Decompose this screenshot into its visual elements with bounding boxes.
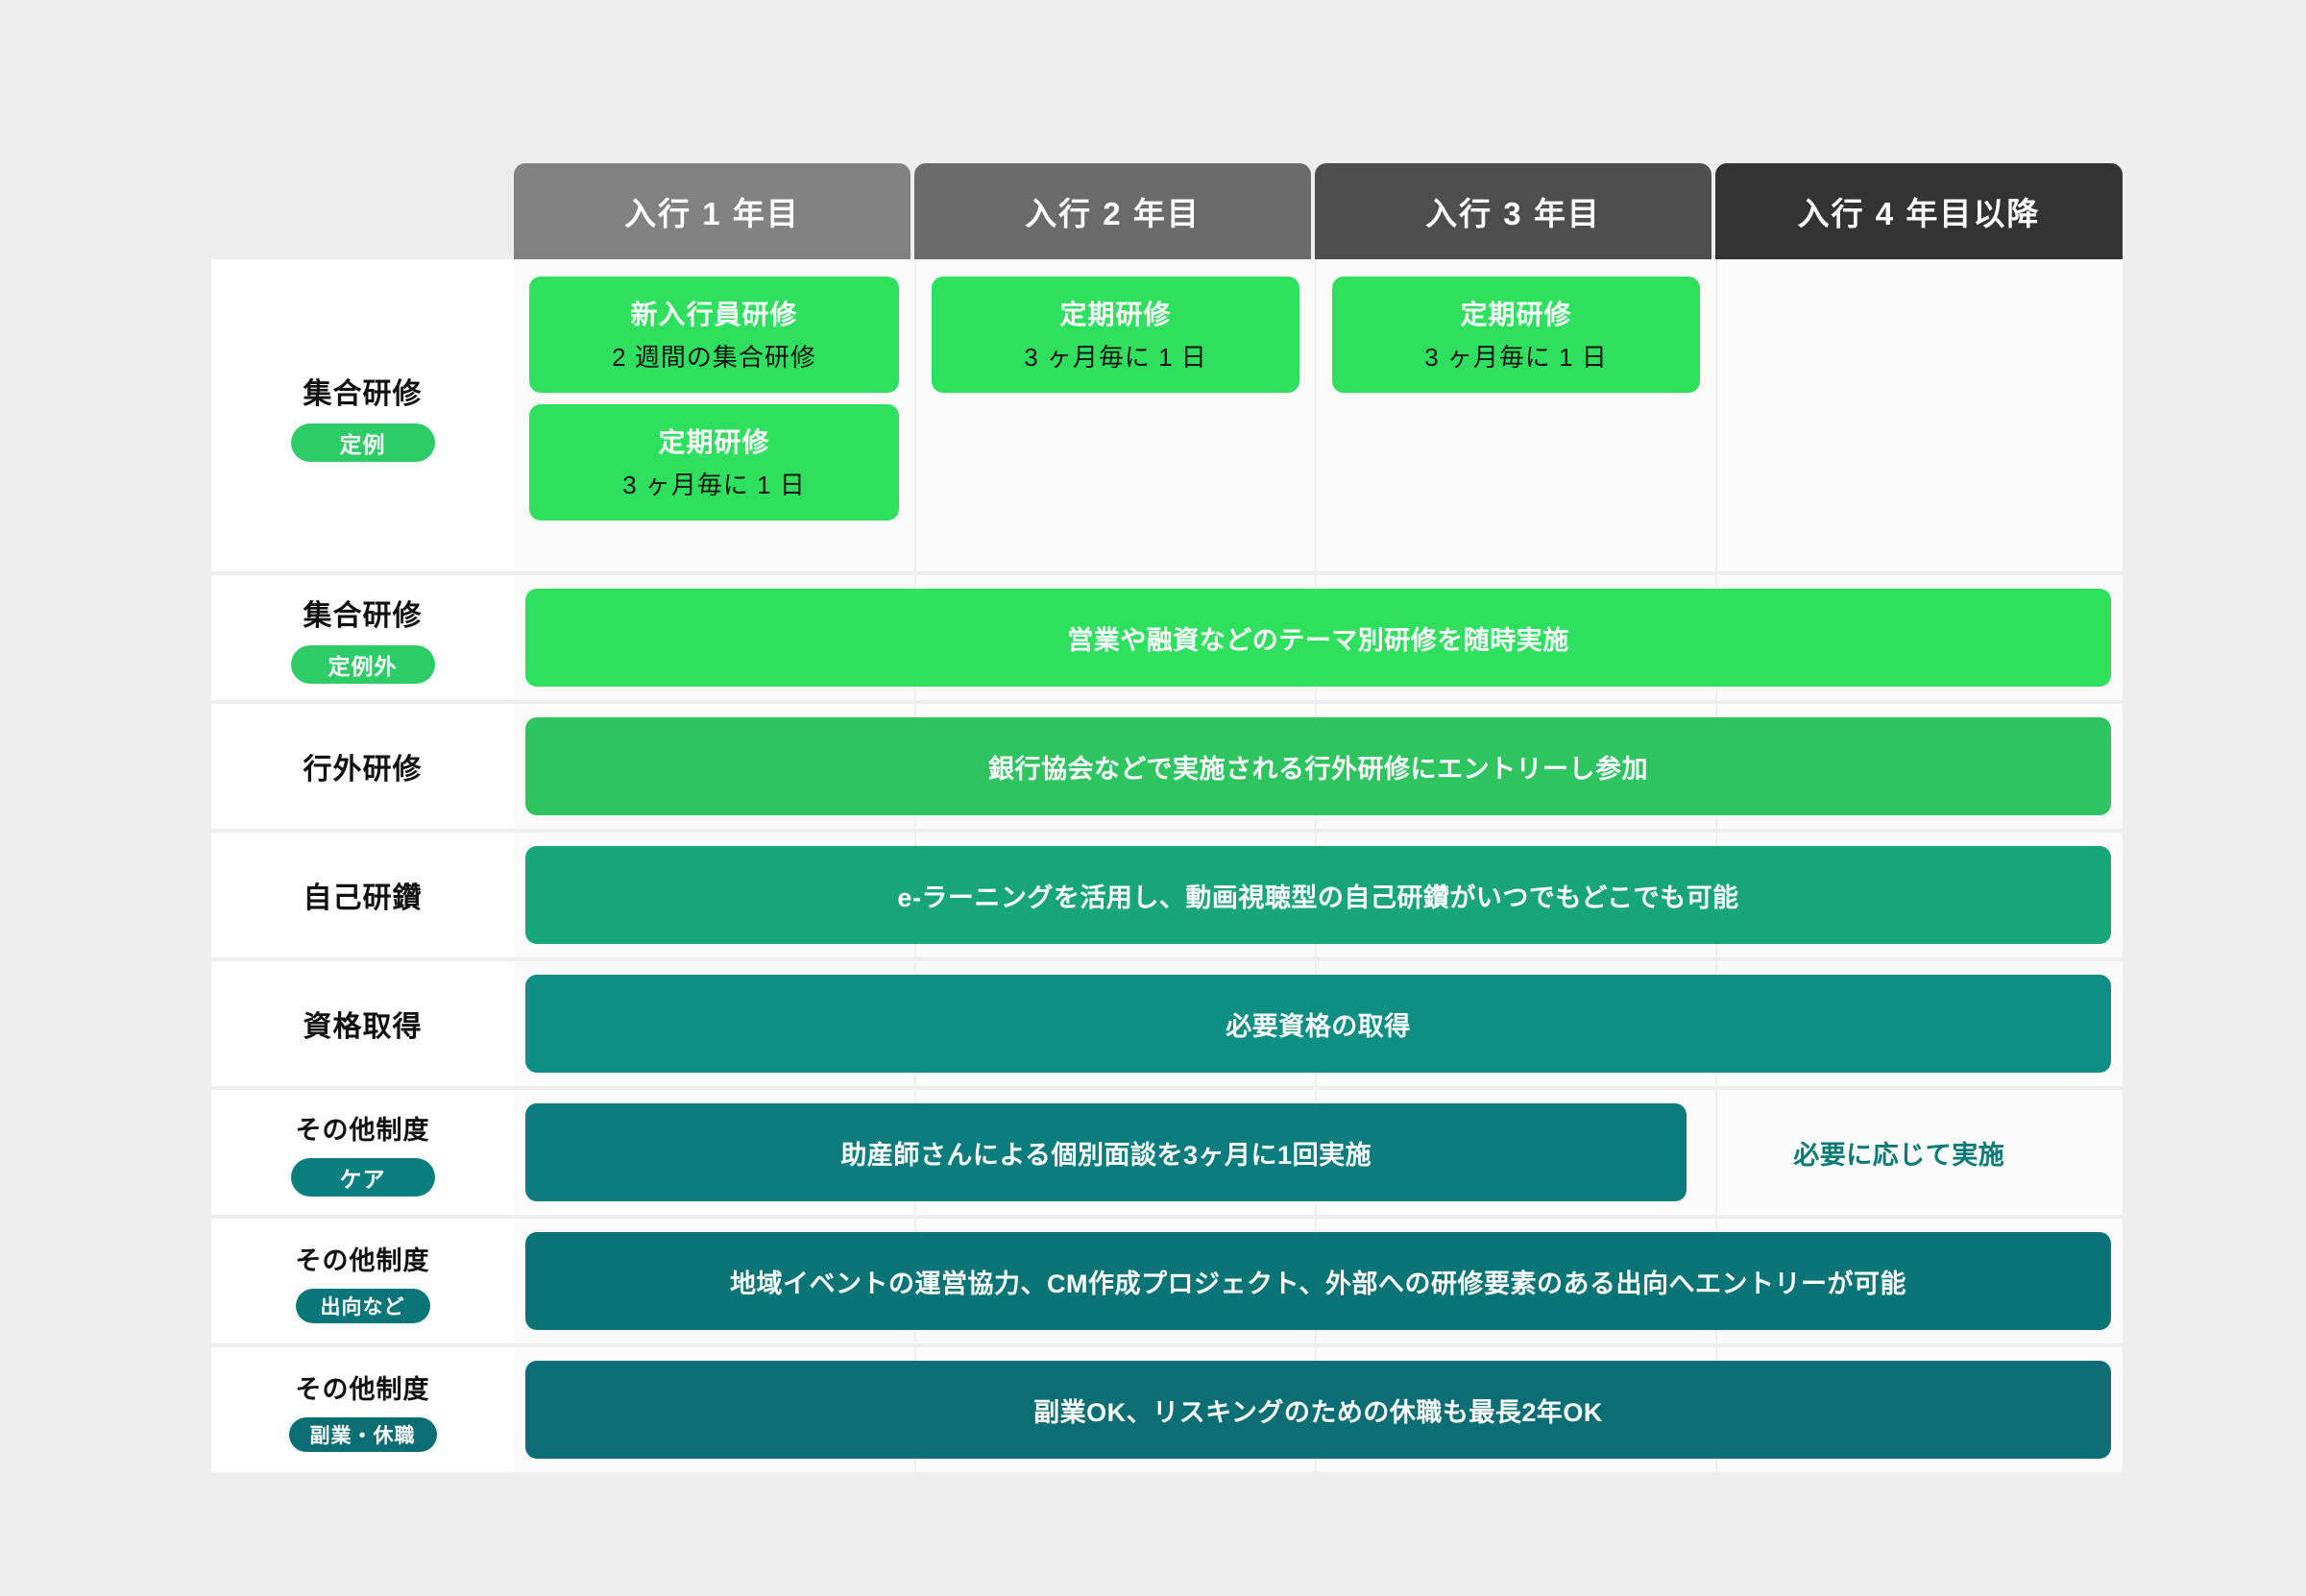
column-header-year-2-label: 入行 2 年目 bbox=[1025, 196, 1201, 231]
row-cells: e-ラーニングを活用し、動画視聴型の自己研鑽がいつでもどこでも可能 bbox=[514, 833, 2123, 957]
column-header-year-1-label: 入行 1 年目 bbox=[624, 196, 800, 231]
row-label-cell: その他制度ケア bbox=[211, 1090, 514, 1215]
row-label-cell: 資格取得 bbox=[211, 961, 514, 1086]
card-column: 新入行員研修 2 週間の集合研修定期研修 3 ヶ月毎に 1 日 bbox=[514, 259, 914, 538]
training-card[interactable]: 定期研修 3 ヶ月毎に 1 日 bbox=[932, 277, 1299, 393]
table-row: 集合研修定例外営業や融資などのテーマ別研修を随時実施 bbox=[211, 575, 2123, 700]
column-header-year-4: 入行 4 年目以降 bbox=[1715, 163, 2123, 259]
training-card-subtitle: 3 ヶ月毎に 1 日 bbox=[1024, 343, 1207, 372]
column-header-year-2: 入行 2 年目 bbox=[914, 163, 1311, 259]
bar-layer: 必要資格の取得 bbox=[514, 961, 2123, 1086]
program-bar[interactable]: e-ラーニングを活用し、動画視聴型の自己研鑽がいつでもどこでも可能 bbox=[525, 846, 2111, 944]
training-card-title: 新入行員研修 bbox=[630, 300, 798, 329]
row-label-cell: その他制度副業・休職 bbox=[211, 1347, 514, 1472]
year-cell: 新入行員研修 2 週間の集合研修定期研修 3 ヶ月毎に 1 日 bbox=[514, 259, 914, 571]
header-corner-spacer bbox=[211, 163, 514, 259]
row-label-title: 行外研修 bbox=[303, 754, 423, 786]
table-row: 自己研鑽 e-ラーニングを活用し、動画視聴型の自己研鑽がいつでもどこでも可能 bbox=[211, 833, 2123, 957]
row-label-badge: ケア bbox=[290, 1157, 435, 1197]
table-row: その他制度ケア助産師さんによる個別面談を3ヶ月に1回実施必要に応じて実施 bbox=[211, 1090, 2123, 1215]
program-bar[interactable]: 銀行協会などで実施される行外研修にエントリーし参加 bbox=[525, 717, 2111, 815]
year-cell: 定期研修 3 ヶ月毎に 1 日 bbox=[914, 259, 1315, 571]
training-card[interactable]: 定期研修 3 ヶ月毎に 1 日 bbox=[529, 404, 899, 520]
training-card-subtitle: 3 ヶ月毎に 1 日 bbox=[622, 471, 806, 499]
row-label-title: 自己研鑽 bbox=[303, 883, 423, 914]
row-label-cell: 自己研鑽 bbox=[211, 833, 514, 957]
program-bar[interactable]: 必要資格の取得 bbox=[525, 975, 2111, 1073]
column-header-year-1: 入行 1 年目 bbox=[514, 163, 910, 259]
program-bar[interactable]: 助産師さんによる個別面談を3ヶ月に1回実施 bbox=[525, 1103, 1687, 1201]
program-bar[interactable]: 営業や融資などのテーマ別研修を随時実施 bbox=[525, 589, 2111, 687]
row-label-badge: 副業・休職 bbox=[288, 1416, 437, 1452]
column-header-year-4-label: 入行 4 年目以降 bbox=[1797, 196, 2041, 231]
year-cell: 定期研修 3 ヶ月毎に 1 日 bbox=[1315, 259, 1715, 571]
row-label-cell: 集合研修定例外 bbox=[211, 575, 514, 700]
row-cells: 必要資格の取得 bbox=[514, 961, 2123, 1086]
table-row: その他制度副業・休職副業OK、リスキングのための休職も最長2年OK bbox=[211, 1347, 2123, 1472]
training-card[interactable]: 定期研修 3 ヶ月毎に 1 日 bbox=[1332, 277, 1700, 393]
program-bar[interactable]: 地域イベントの運営協力、CM作成プロジェクト、外部への研修要素のある出向へエント… bbox=[525, 1232, 2111, 1330]
year-cell bbox=[1715, 1090, 2123, 1215]
training-card[interactable]: 新入行員研修 2 週間の集合研修 bbox=[529, 277, 899, 393]
year-cell bbox=[1715, 259, 2123, 571]
card-column bbox=[1717, 259, 2123, 294]
row-label-cell: その他制度出向など bbox=[211, 1219, 514, 1343]
row-label-cell: 行外研修 bbox=[211, 704, 514, 829]
column-header-year-3: 入行 3 年目 bbox=[1315, 163, 1711, 259]
training-card-title: 定期研修 bbox=[1059, 300, 1172, 329]
bar-layer: e-ラーニングを活用し、動画視聴型の自己研鑽がいつでもどこでも可能 bbox=[514, 833, 2123, 957]
row-cells: 営業や融資などのテーマ別研修を随時実施 bbox=[514, 575, 2123, 700]
row-label-title: その他制度 bbox=[295, 1374, 430, 1404]
row-label-title: 資格取得 bbox=[303, 1011, 423, 1043]
card-column: 定期研修 3 ヶ月毎に 1 日 bbox=[1317, 259, 1715, 410]
table-row: 行外研修 銀行協会などで実施される行外研修にエントリーし参加 bbox=[211, 704, 2123, 829]
row-label-badge: 定例 bbox=[290, 423, 435, 462]
row-label-title: 集合研修 bbox=[303, 600, 423, 632]
bar-layer: 営業や融資などのテーマ別研修を随時実施 bbox=[514, 575, 2123, 700]
table-row: その他制度出向など地域イベントの運営協力、CM作成プロジェクト、外部への研修要素… bbox=[211, 1219, 2123, 1343]
row-cells: 助産師さんによる個別面談を3ヶ月に1回実施 必要に応じて実施 bbox=[514, 1090, 2123, 1215]
row-label-title: その他制度 bbox=[295, 1245, 430, 1275]
table-header: 入行 1 年目 入行 2 年目 入行 3 年目 入行 4 年目以降 bbox=[211, 163, 2123, 259]
training-roadmap-table: 入行 1 年目 入行 2 年目 入行 3 年目 入行 4 年目以降 集合研修定例… bbox=[211, 163, 2123, 1476]
training-card-title: 定期研修 bbox=[658, 427, 770, 457]
card-column: 定期研修 3 ヶ月毎に 1 日 bbox=[916, 259, 1315, 410]
training-card-subtitle: 2 週間の集合研修 bbox=[612, 343, 816, 372]
bar-layer: 銀行協会などで実施される行外研修にエントリーし参加 bbox=[514, 704, 2123, 829]
row-label-badge: 定例外 bbox=[290, 645, 435, 684]
row-cells: 地域イベントの運営協力、CM作成プロジェクト、外部への研修要素のある出向へエント… bbox=[514, 1219, 2123, 1343]
row-note-text: 必要に応じて実施 bbox=[1793, 1140, 2005, 1170]
bar-layer: 助産師さんによる個別面談を3ヶ月に1回実施 必要に応じて実施 bbox=[514, 1090, 2123, 1215]
row-cells: 副業OK、リスキングのための休職も最長2年OK bbox=[514, 1347, 2123, 1472]
bar-layer: 地域イベントの運営協力、CM作成プロジェクト、外部への研修要素のある出向へエント… bbox=[514, 1219, 2123, 1343]
training-card-subtitle: 3 ヶ月毎に 1 日 bbox=[1424, 343, 1608, 372]
column-header-year-3-label: 入行 3 年目 bbox=[1425, 196, 1601, 231]
training-card-title: 定期研修 bbox=[1460, 300, 1572, 329]
row-label-cell: 集合研修定例 bbox=[211, 259, 514, 571]
row-label-badge: 出向など bbox=[295, 1288, 430, 1323]
table-row: 資格取得 必要資格の取得 bbox=[211, 961, 2123, 1086]
row-cells: 銀行協会などで実施される行外研修にエントリーし参加 bbox=[514, 704, 2123, 829]
program-bar[interactable]: 副業OK、リスキングのための休職も最長2年OK bbox=[525, 1361, 2111, 1459]
row-label-title: その他制度 bbox=[295, 1115, 430, 1145]
bar-layer: 副業OK、リスキングのための休職も最長2年OK bbox=[514, 1347, 2123, 1472]
row-label-title: 集合研修 bbox=[303, 377, 423, 410]
